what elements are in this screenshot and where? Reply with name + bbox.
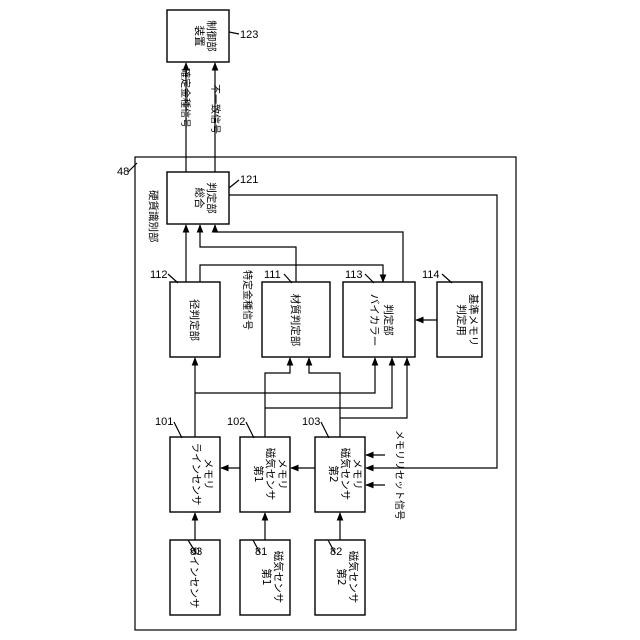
svg-text:制御部: 制御部 bbox=[205, 20, 218, 52]
ref-103: 103 bbox=[302, 416, 320, 428]
specific-denomination-signal-label: 特定金種信号 bbox=[241, 270, 254, 330]
ref-83: 83 bbox=[190, 546, 202, 558]
svg-text:装置: 装置 bbox=[193, 26, 206, 47]
svg-text:ラインセンサ: ラインセンサ bbox=[190, 443, 202, 506]
overall-judgment-block: 総合 判定部 bbox=[167, 172, 229, 224]
memory-reset-signal-label: メモリリセット信号 bbox=[393, 430, 405, 520]
frame-ref-label: 48 bbox=[117, 166, 129, 178]
svg-text:判定部: 判定部 bbox=[382, 304, 395, 336]
material-judgment-block: 材質判定部 bbox=[262, 282, 330, 357]
frame-ref-leader bbox=[128, 163, 137, 172]
ref-114: 114 bbox=[422, 269, 440, 281]
svg-text:判定用: 判定用 bbox=[455, 304, 468, 336]
svg-text:第1: 第1 bbox=[252, 465, 265, 482]
svg-text:総合: 総合 bbox=[193, 188, 206, 209]
reference-memory-block: 判定用 基準メモリ bbox=[437, 282, 482, 357]
svg-text:メモリ: メモリ bbox=[351, 458, 363, 490]
svg-text:基準メモリ: 基準メモリ bbox=[467, 294, 480, 347]
material-judgment-label: 材質判定部 bbox=[289, 294, 302, 347]
mag1-memory-block: 第1 磁気センサ メモリ bbox=[240, 437, 290, 512]
ref-121: 121 bbox=[240, 174, 258, 186]
svg-text:判定部: 判定部 bbox=[205, 182, 218, 214]
ref-112: 112 bbox=[150, 269, 168, 281]
ref-111: 111 bbox=[264, 269, 281, 281]
mag2-memory-block: 第2 磁気センサ メモリ bbox=[315, 437, 365, 512]
svg-text:メモリ: メモリ bbox=[276, 458, 288, 490]
svg-text:第1: 第1 bbox=[260, 568, 273, 585]
ref-123: 123 bbox=[240, 29, 258, 41]
svg-text:第2: 第2 bbox=[335, 568, 348, 585]
line-sensor-memory-block: ラインセンサ メモリ bbox=[170, 437, 220, 512]
ref-102: 102 bbox=[227, 416, 245, 428]
frame-title: 硬貨識別部 bbox=[147, 190, 160, 243]
device-control-block: 装置 制御部 bbox=[167, 10, 229, 62]
diameter-judgment-label: 径判定部 bbox=[188, 299, 201, 341]
bicolor-judgment-block: バイカラー 判定部 bbox=[343, 282, 415, 357]
ref-101: 101 bbox=[155, 416, 173, 428]
svg-text:バイカラー: バイカラー bbox=[368, 294, 380, 347]
svg-text:磁気センサ: 磁気センサ bbox=[339, 448, 352, 501]
svg-text:磁気センサ: 磁気センサ bbox=[347, 551, 360, 604]
diameter-judgment-block: 径判定部 bbox=[170, 282, 220, 357]
svg-text:第2: 第2 bbox=[327, 465, 340, 482]
ref-113: 113 bbox=[345, 269, 363, 281]
svg-text:磁気センサ: 磁気センサ bbox=[264, 448, 277, 501]
svg-text:磁気センサ: 磁気センサ bbox=[272, 551, 285, 604]
svg-text:メモリ: メモリ bbox=[202, 458, 214, 490]
